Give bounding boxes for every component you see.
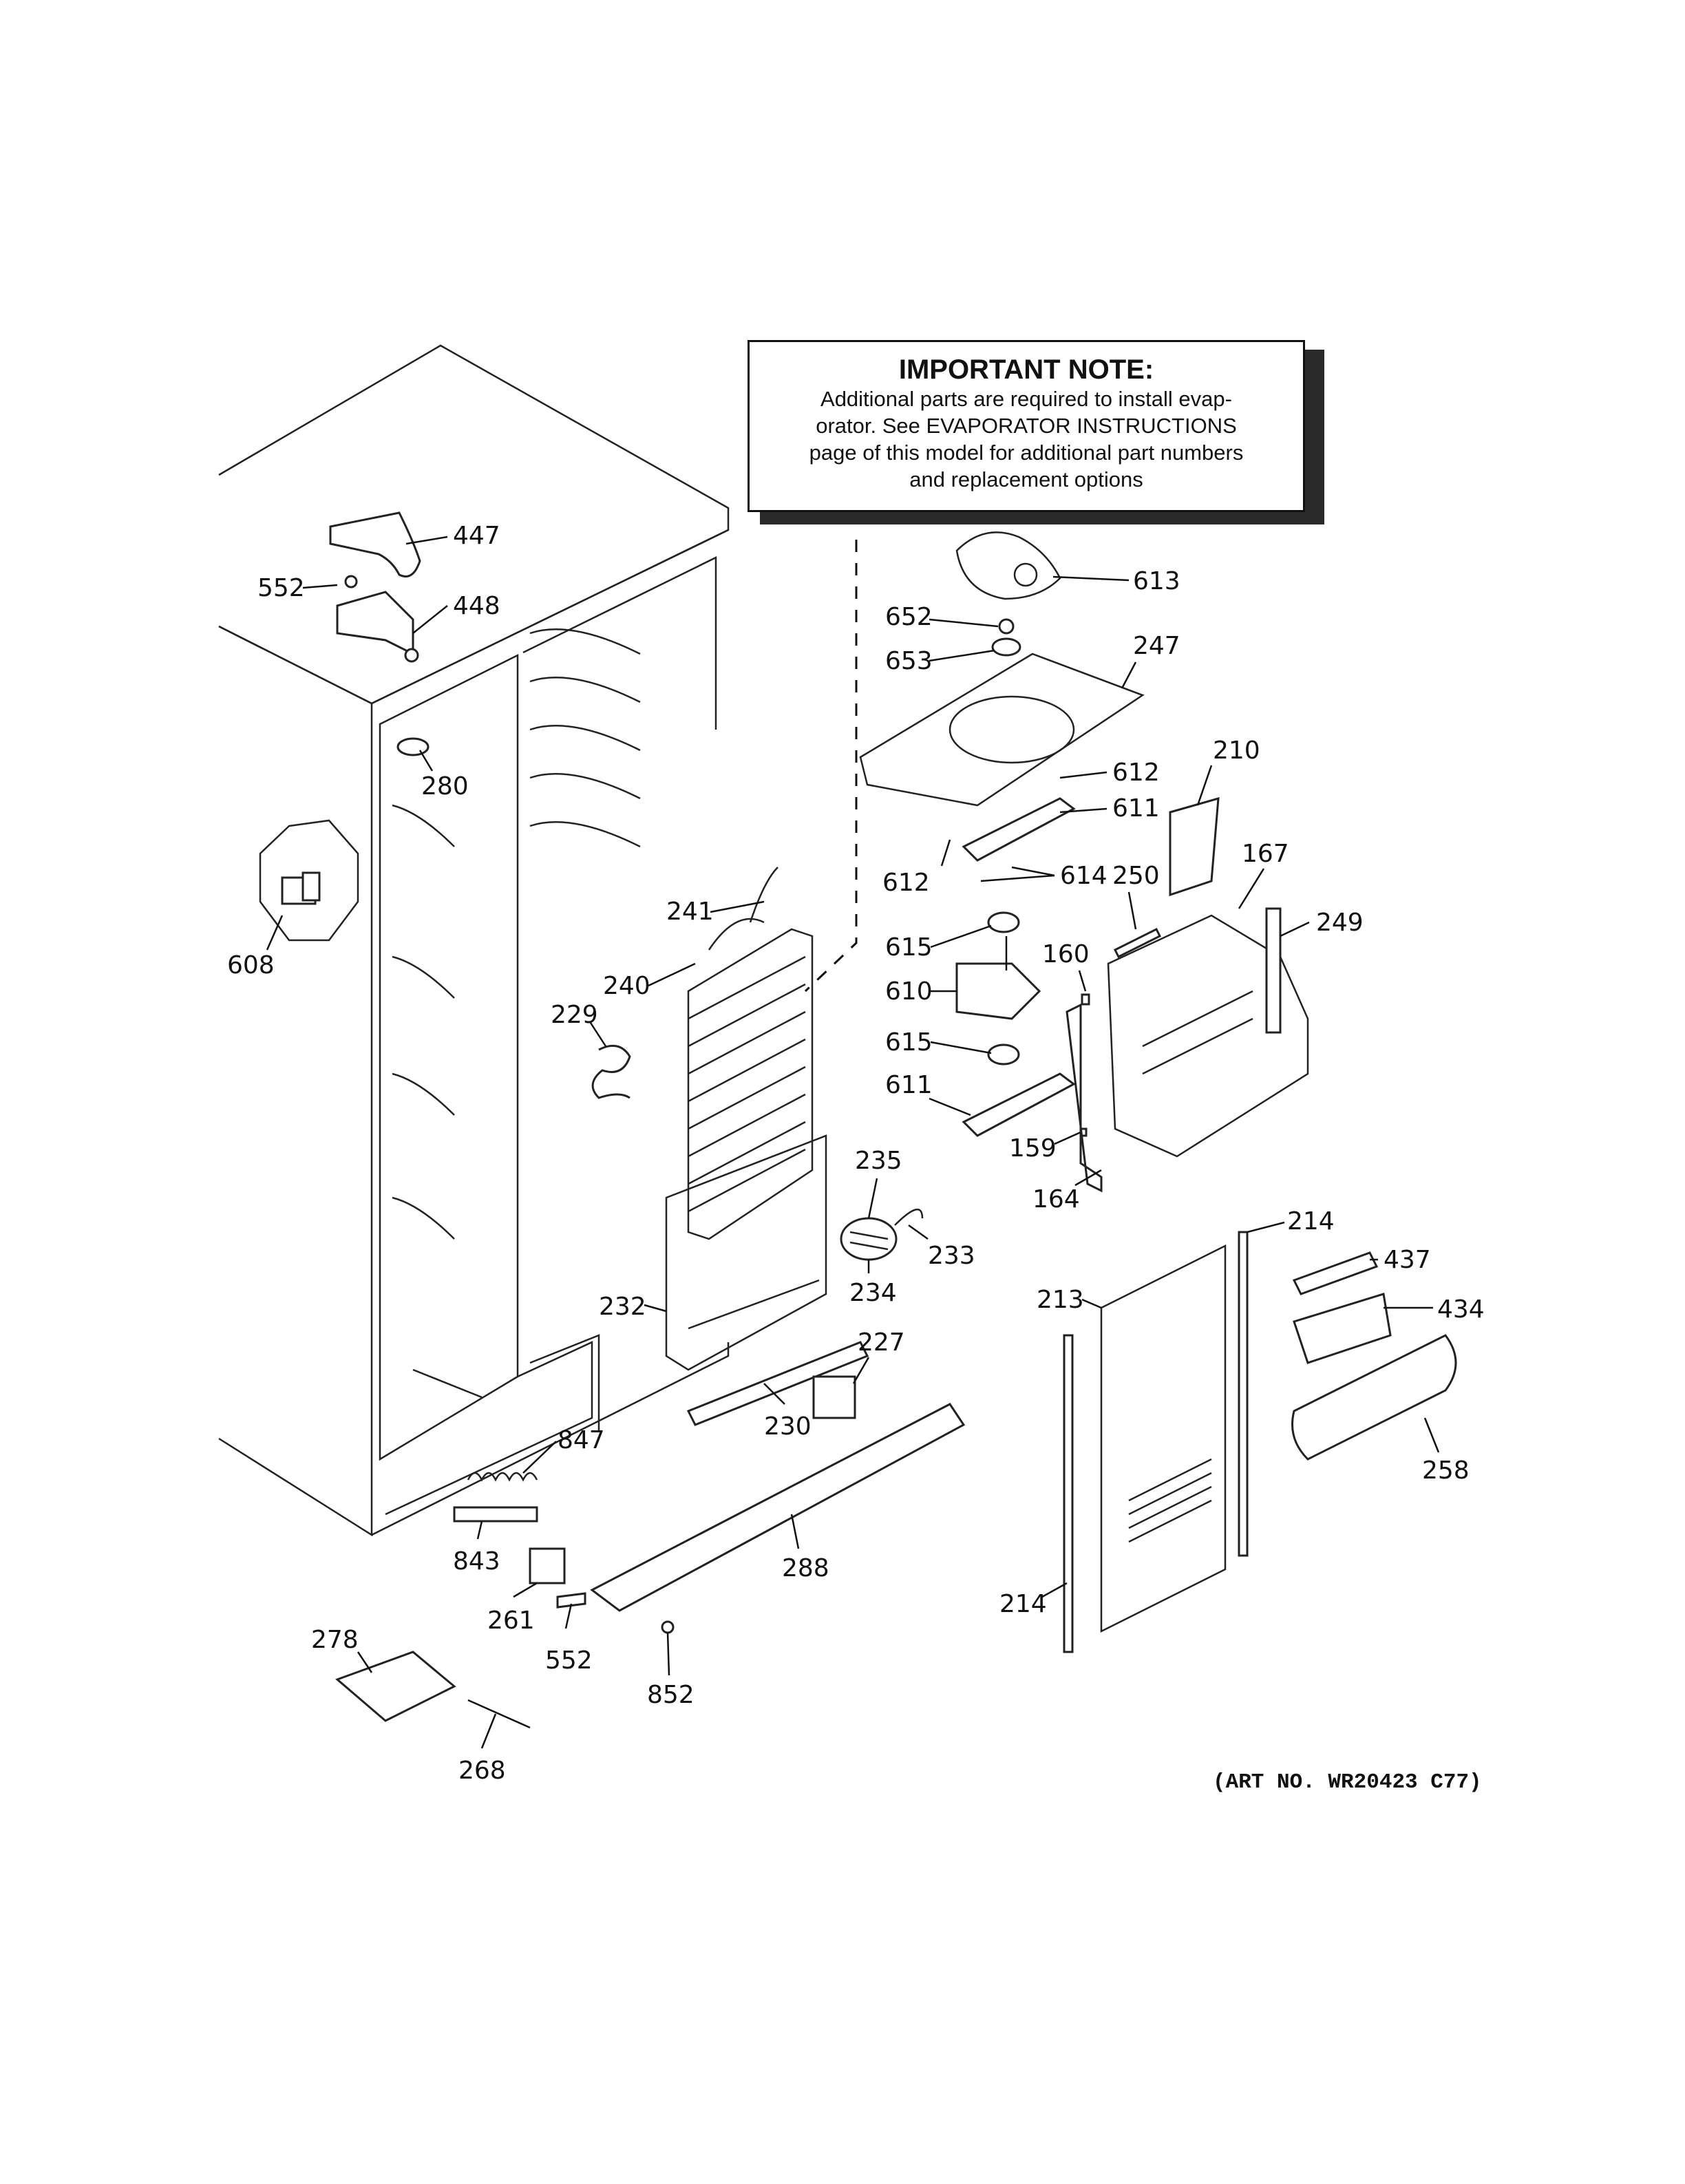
label-261: 261 [487,1607,535,1635]
note-title: IMPORTANT NOTE: [898,354,1154,385]
note-line-4: and replacement options [909,467,1143,491]
label-280: 280 [421,772,469,801]
label-612-right: 612 [1112,759,1160,787]
part-615-top-shape [987,911,1020,933]
label-249: 249 [1316,909,1364,937]
label-615-bottom: 615 [885,1028,933,1057]
part-235-grille [840,1208,924,1261]
fan-motor [955,936,1041,1020]
part-249-shape [1265,907,1282,1034]
label-230: 230 [764,1412,812,1441]
label-437: 437 [1384,1246,1431,1274]
label-608: 608 [227,951,275,979]
part-434-shape [1293,1293,1392,1364]
spring-847-shape [467,1472,538,1482]
part-261-shape [529,1547,566,1584]
label-847: 847 [558,1426,605,1454]
label-160: 160 [1042,940,1090,968]
part-437-shape [1292,1251,1379,1295]
label-241: 241 [666,898,714,926]
note-line-2: orator. See EVAPORATOR INSTRUCTIONS [816,414,1237,438]
screw-852-shape [661,1620,675,1634]
label-612-left: 612 [882,869,930,897]
label-652: 652 [885,603,933,631]
note-line-1: Additional parts are required to install… [820,387,1232,411]
part-653-shape [991,637,1021,657]
housing-167 [1107,914,1309,1158]
label-233: 233 [928,1242,975,1270]
part-615-bottom-shape [987,1043,1020,1066]
label-227: 227 [858,1328,905,1357]
note-line-3: page of this model for additional part n… [809,441,1244,465]
label-240: 240 [603,972,650,1000]
part-250-shape [1113,927,1162,959]
part-227-shape [812,1375,856,1419]
part-number-labels: 447 552 448 280 608 241 240 229 613 652 … [227,522,1485,1785]
dashed-guide-line [804,540,858,993]
strip-214-left [1063,1334,1074,1653]
label-611-top: 611 [1112,794,1160,823]
label-552-top: 552 [257,574,305,602]
label-210: 210 [1213,736,1260,765]
label-235: 235 [855,1147,902,1175]
label-653: 653 [885,647,933,675]
rear-panel [1100,1244,1227,1633]
part-210-shape [1169,796,1220,897]
label-214-top: 214 [1287,1207,1335,1236]
fan-cover [859,653,1145,807]
rail-288-shape [590,1403,966,1612]
label-611-bottom: 611 [885,1071,933,1099]
label-247: 247 [1133,632,1180,660]
label-613: 613 [1133,567,1180,595]
label-268: 268 [458,1757,506,1785]
label-434: 434 [1437,1295,1485,1324]
label-552-bottom: 552 [545,1646,593,1675]
label-250: 250 [1112,862,1160,890]
part-160-shape [1081,993,1090,1006]
screw-552-shape [556,1592,586,1609]
part-229-shape [591,1044,631,1099]
label-164: 164 [1032,1185,1080,1213]
top-hinge-parts [329,511,421,663]
part-164-shape [1066,1003,1103,1193]
label-234: 234 [849,1279,897,1307]
label-278: 278 [311,1626,359,1654]
cabinet [218,344,730,1537]
label-610: 610 [885,977,933,1006]
fan-blade [955,531,1061,600]
label-167: 167 [1242,840,1289,868]
label-229: 229 [551,1001,598,1029]
bolt-268-shape [467,1699,531,1729]
part-278-shape [335,1651,456,1722]
leader-lines [266,536,1440,1749]
label-288: 288 [782,1554,829,1582]
bracket-611-bottom [962,1072,1076,1137]
part-258-shape [1291,1334,1457,1461]
label-852: 852 [647,1681,695,1709]
label-447: 447 [453,522,500,550]
label-258: 258 [1422,1456,1470,1485]
label-448: 448 [453,592,500,620]
label-213: 213 [1037,1286,1084,1314]
part-652-shape [998,618,1015,635]
part-608-callout [259,819,359,942]
label-232: 232 [599,1293,646,1321]
strip-214-right [1238,1231,1249,1557]
label-214-bottom: 214 [999,1590,1047,1618]
label-614: 614 [1060,862,1108,890]
important-note-box: IMPORTANT NOTE: Additional parts are req… [748,340,1305,512]
bracket-611-top [962,797,1076,862]
drain-trough [665,1134,827,1371]
label-159: 159 [1009,1134,1057,1163]
art-number: (ART NO. WR20423 C77) [1213,1770,1482,1794]
part-230-shape [686,1341,869,1426]
part-280-shape [396,737,430,756]
evaporator [687,867,814,1240]
label-615-top: 615 [885,933,933,962]
part-843-shape [453,1506,538,1523]
label-843: 843 [453,1547,500,1576]
